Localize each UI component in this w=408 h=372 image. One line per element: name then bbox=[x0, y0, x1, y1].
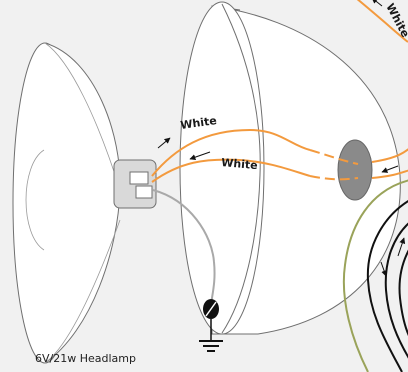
label-white-in: White bbox=[221, 156, 258, 172]
white-wire-in bbox=[151, 158, 311, 183]
arrow-icon bbox=[371, 0, 383, 7]
arrow-icon bbox=[380, 261, 388, 277]
white-wire-in-dashed bbox=[309, 175, 359, 181]
label-white-top-right: White bbox=[383, 1, 408, 39]
black-wire-outer bbox=[366, 200, 408, 372]
black-wire-inner bbox=[398, 249, 408, 337]
black-wire-middle bbox=[384, 222, 408, 359]
ground-eyelet-icon bbox=[203, 299, 219, 340]
green-wire bbox=[342, 179, 408, 372]
grommet bbox=[337, 139, 373, 201]
headlamp-caption: 6V/21w Headlamp bbox=[35, 352, 136, 365]
bulb-holder bbox=[113, 159, 157, 209]
label-white-out: White bbox=[180, 114, 218, 132]
arrow-icon bbox=[189, 151, 211, 161]
reflector bbox=[12, 42, 121, 364]
arrow-icon bbox=[397, 237, 406, 257]
white-wire-out-dashed bbox=[309, 149, 359, 165]
ground-symbol-icon bbox=[199, 340, 223, 352]
headlamp-shell bbox=[179, 1, 401, 335]
white-wire-out-exit bbox=[371, 148, 408, 163]
white-wire-top-right bbox=[356, 0, 408, 43]
arrow-icon bbox=[381, 165, 399, 173]
arrow-icon bbox=[157, 137, 171, 149]
white-wire-out bbox=[151, 128, 311, 177]
ground-wire bbox=[152, 189, 216, 306]
white-wire-in-exit bbox=[371, 169, 408, 179]
